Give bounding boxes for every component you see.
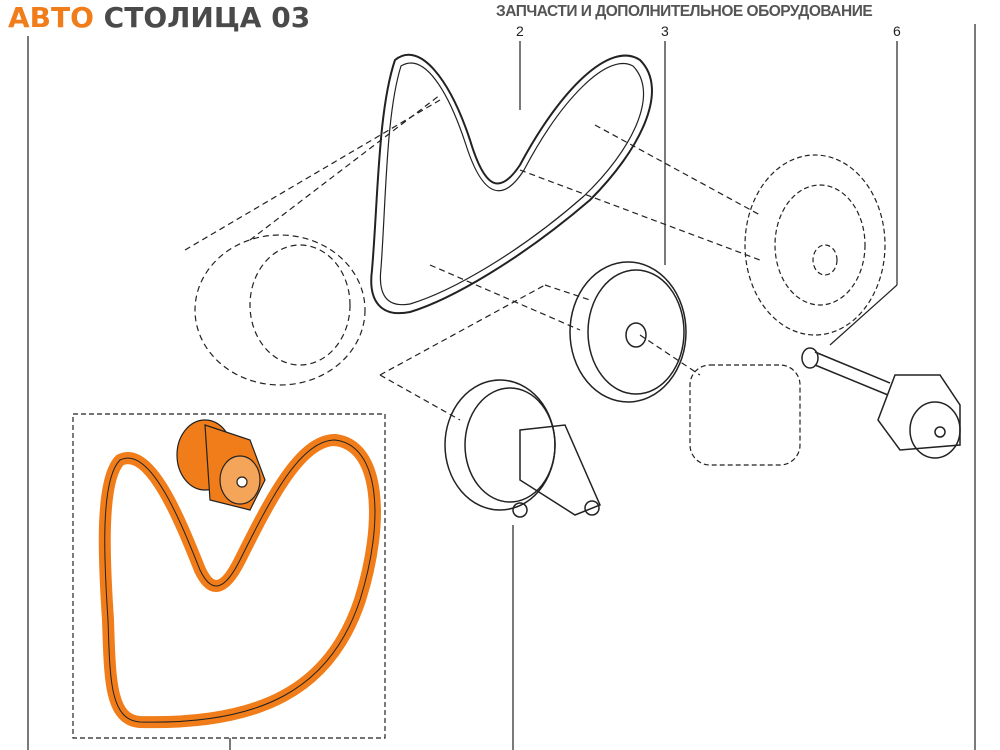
logo-part2: СТОЛИЦА 03 xyxy=(103,1,311,34)
serpentine-belt xyxy=(370,53,653,315)
callout-2: 2 xyxy=(516,23,524,39)
water-pump-pulley xyxy=(444,379,601,518)
kit-belt-outline xyxy=(104,439,376,723)
kit-box xyxy=(72,413,386,739)
crankshaft-pulley-outline xyxy=(744,154,886,336)
power-steering-pulley xyxy=(569,261,687,403)
callout-3: 3 xyxy=(661,23,669,39)
power-steering-pump-outline xyxy=(689,364,801,466)
logo-part1: АВТО xyxy=(8,1,94,34)
callout-6: 6 xyxy=(893,23,901,39)
brand-logo: АВТО СТОЛИЦА 03 xyxy=(8,2,310,34)
serpentine-belt-inner xyxy=(379,62,644,306)
tagline: ЗАПЧАСТИ И ДОПОЛНИТЕЛЬНОЕ ОБОРУДОВАНИЕ xyxy=(496,3,873,20)
tensioner-pulley xyxy=(877,374,961,459)
kit-tensioner-orange xyxy=(176,419,266,511)
alternator-outline xyxy=(184,94,761,421)
tensioner-bolt xyxy=(801,347,891,396)
